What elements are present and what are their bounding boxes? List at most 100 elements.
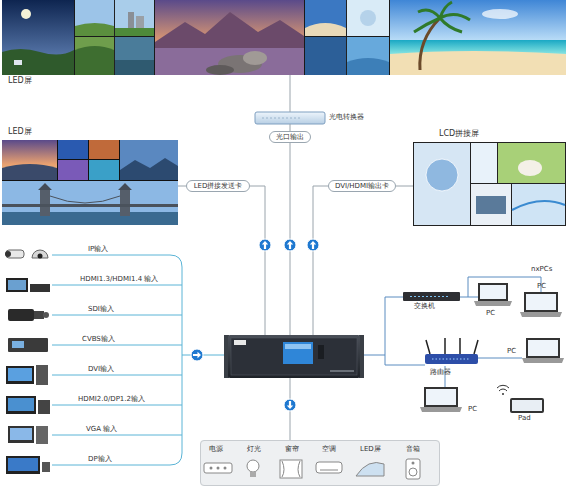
output-pill: 光口输出 [269,131,311,143]
network-devices [497,385,509,391]
control-panel-art [316,462,342,473]
control-panel-art [250,472,256,477]
led-wall-image [75,0,114,36]
connector [396,186,413,187]
node-text: DVI/HDMI输出卡 [335,183,389,190]
led-wall-image [482,9,518,19]
text-label: Pad [518,415,531,422]
sender-card-pill: LED拼接发送卡 [186,180,250,192]
network-wires [364,277,541,387]
input-devices [6,278,28,292]
network-devices [426,389,456,405]
led-wall-image [414,2,470,32]
led-wall-image [115,0,154,36]
node-text: LED屏 [8,128,32,136]
text-label: CVBS输入 [82,336,115,343]
network-devices [424,387,458,407]
led-screen-image [58,140,88,159]
arrow-badge [191,349,203,361]
led-wall-image [75,0,390,75]
connector [290,124,291,131]
processor-device [231,338,357,375]
control-panel-art [200,440,440,486]
led-wall-image [360,10,376,26]
network-devices [502,393,504,395]
lcd-wall-image [413,142,566,226]
network-devices [474,301,512,306]
text-label: HDMI2.0/DP1.2输入 [78,396,145,403]
led-screen-image [120,158,178,180]
lcd-wall: LCD拼接屏 [413,142,566,226]
arrow-badge [284,239,296,251]
text-label: DP输入 [88,456,112,463]
led-wall-image [75,46,114,75]
control-panel-art [217,467,220,470]
input-wires [52,255,228,465]
node-text: 空调 [322,446,336,453]
led-wall: LED屏 [2,0,566,75]
led-wall-image [155,0,304,75]
text-label: DVI输入 [88,366,114,373]
led-screen-image [58,160,88,180]
network-devices [403,292,460,301]
text-label: SDI输入 [88,306,114,313]
led-wall-image [390,51,566,75]
network-devices [425,354,478,364]
led-wall-image [115,60,154,75]
node-text: 电源 [209,446,223,453]
led-screen-image [2,164,57,180]
control-panel-art [406,459,420,479]
network-devices [510,398,544,413]
text-label: 交换机 [414,303,435,310]
text-label: PC [486,310,495,317]
input-wires [52,255,228,465]
led-screen-image [120,190,130,216]
led-wall-image [390,0,566,44]
text-label: PC [537,283,546,290]
node-text: LED拼接发送卡 [194,183,243,190]
processor-device [234,340,246,345]
led-screen: LED屏 [2,140,178,225]
led-wall-image [2,0,74,75]
lcd-wall-image [413,142,566,226]
control-panel-art [280,460,302,478]
output-wires [250,143,328,335]
connector [290,75,291,112]
network-devices [410,296,450,297]
output-card-pill: DVI/HDMI输出卡 [328,180,396,192]
output-wires [250,143,328,335]
lcd-wall-image [414,143,470,225]
control-panel-art [409,468,417,476]
lcd-wall-image [512,184,565,225]
network-devices [403,283,564,413]
control-panel-art [412,462,415,465]
node-text: 灯光 [247,446,261,453]
input-devices [8,338,48,352]
node-text: LED屏 [360,446,381,453]
network-devices [478,283,508,301]
network-devices [520,312,562,317]
arrow-badge [284,399,296,411]
led-screen-image [2,140,178,181]
arrow-badge [259,239,271,251]
input-devices [6,366,34,384]
processor-device [318,345,324,359]
led-screen-image [50,196,120,203]
led-wall-image [75,23,114,36]
input-devices [8,280,26,290]
processor-device [283,342,313,364]
network-wires [364,277,541,387]
control-panel-art [224,467,227,470]
text-label: IP输入 [88,246,108,253]
led-wall-image [305,23,346,36]
optical-converter-device [255,112,325,124]
text-label: 路由器 [430,369,451,376]
input-devices [34,311,44,319]
node-text: 音箱 [406,446,420,453]
led-wall-image [75,37,114,75]
input-devices [5,251,11,257]
input-devices [8,398,34,411]
